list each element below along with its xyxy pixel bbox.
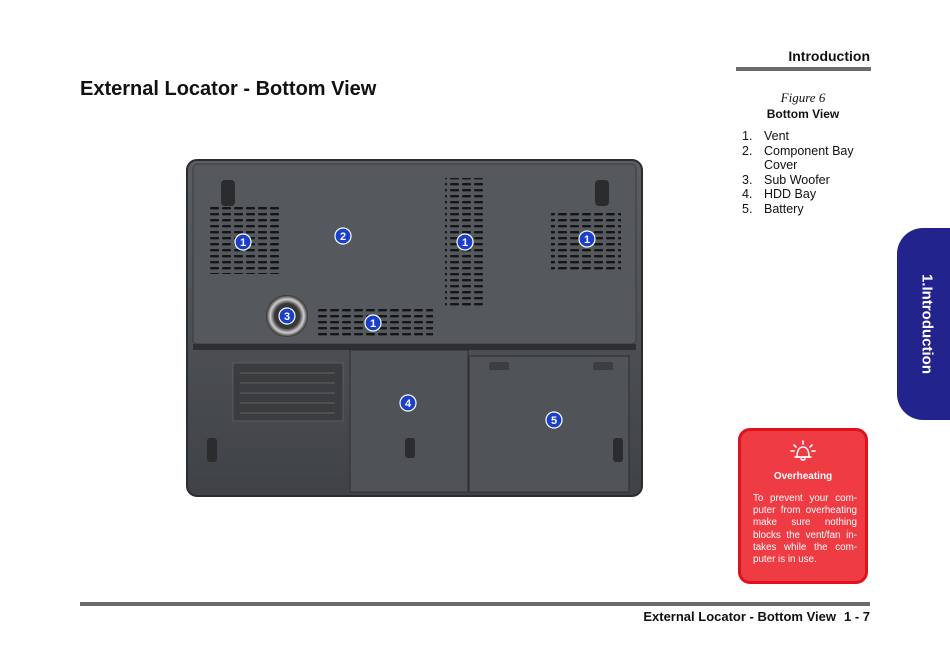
figure-number: Figure 6 bbox=[780, 90, 826, 105]
legend-item: 1.Vent bbox=[742, 129, 790, 143]
footer-rule bbox=[80, 602, 870, 606]
figure-name: Bottom View bbox=[766, 107, 840, 121]
page-title: External Locator - Bottom View bbox=[80, 78, 377, 100]
legend-item: 4.HDD Bay bbox=[742, 187, 817, 201]
page-number: 1 - 7 bbox=[843, 609, 870, 624]
warning-title: Overheating bbox=[773, 471, 833, 482]
overheating-warning-box: Overheating To prevent your com-puter fr… bbox=[738, 428, 868, 584]
legend-item: 5.Battery bbox=[742, 201, 804, 216]
callout-label: 1 bbox=[462, 237, 468, 249]
footer-title: External Locator - Bottom View bbox=[643, 609, 836, 624]
callout-label: 5 bbox=[551, 415, 557, 427]
callout-label: 1 bbox=[370, 318, 376, 330]
callout-label: 1 bbox=[584, 234, 590, 246]
warning-bell-icon bbox=[790, 440, 816, 461]
chapter-side-tab: 1.Introduction bbox=[897, 228, 950, 420]
laptop-bottom-view-photo: 1 2 1 1 3 1 4 5 bbox=[186, 159, 643, 497]
footer: External Locator - Bottom View 1 - 7 bbox=[643, 609, 870, 624]
callout-label: 1 bbox=[240, 237, 246, 249]
figure-caption: Figure 6 Bottom View bbox=[736, 90, 870, 121]
header-section-title: Introduction bbox=[788, 48, 870, 64]
callout-label: 2 bbox=[340, 231, 346, 243]
figure-legend: 1.Vent 2.Component Bay Cover 3.Sub Woofe… bbox=[742, 129, 867, 216]
callout-label: 4 bbox=[405, 398, 412, 410]
header-rule bbox=[736, 67, 871, 71]
legend-item: 3.Sub Woofer bbox=[742, 172, 830, 187]
chapter-side-tab-label: 1.Introduction bbox=[918, 274, 936, 374]
warning-text: To prevent your com-puter from overheati… bbox=[753, 493, 857, 566]
callout-label: 3 bbox=[284, 311, 290, 323]
legend-item: 2.Component Bay Cover bbox=[742, 143, 854, 173]
